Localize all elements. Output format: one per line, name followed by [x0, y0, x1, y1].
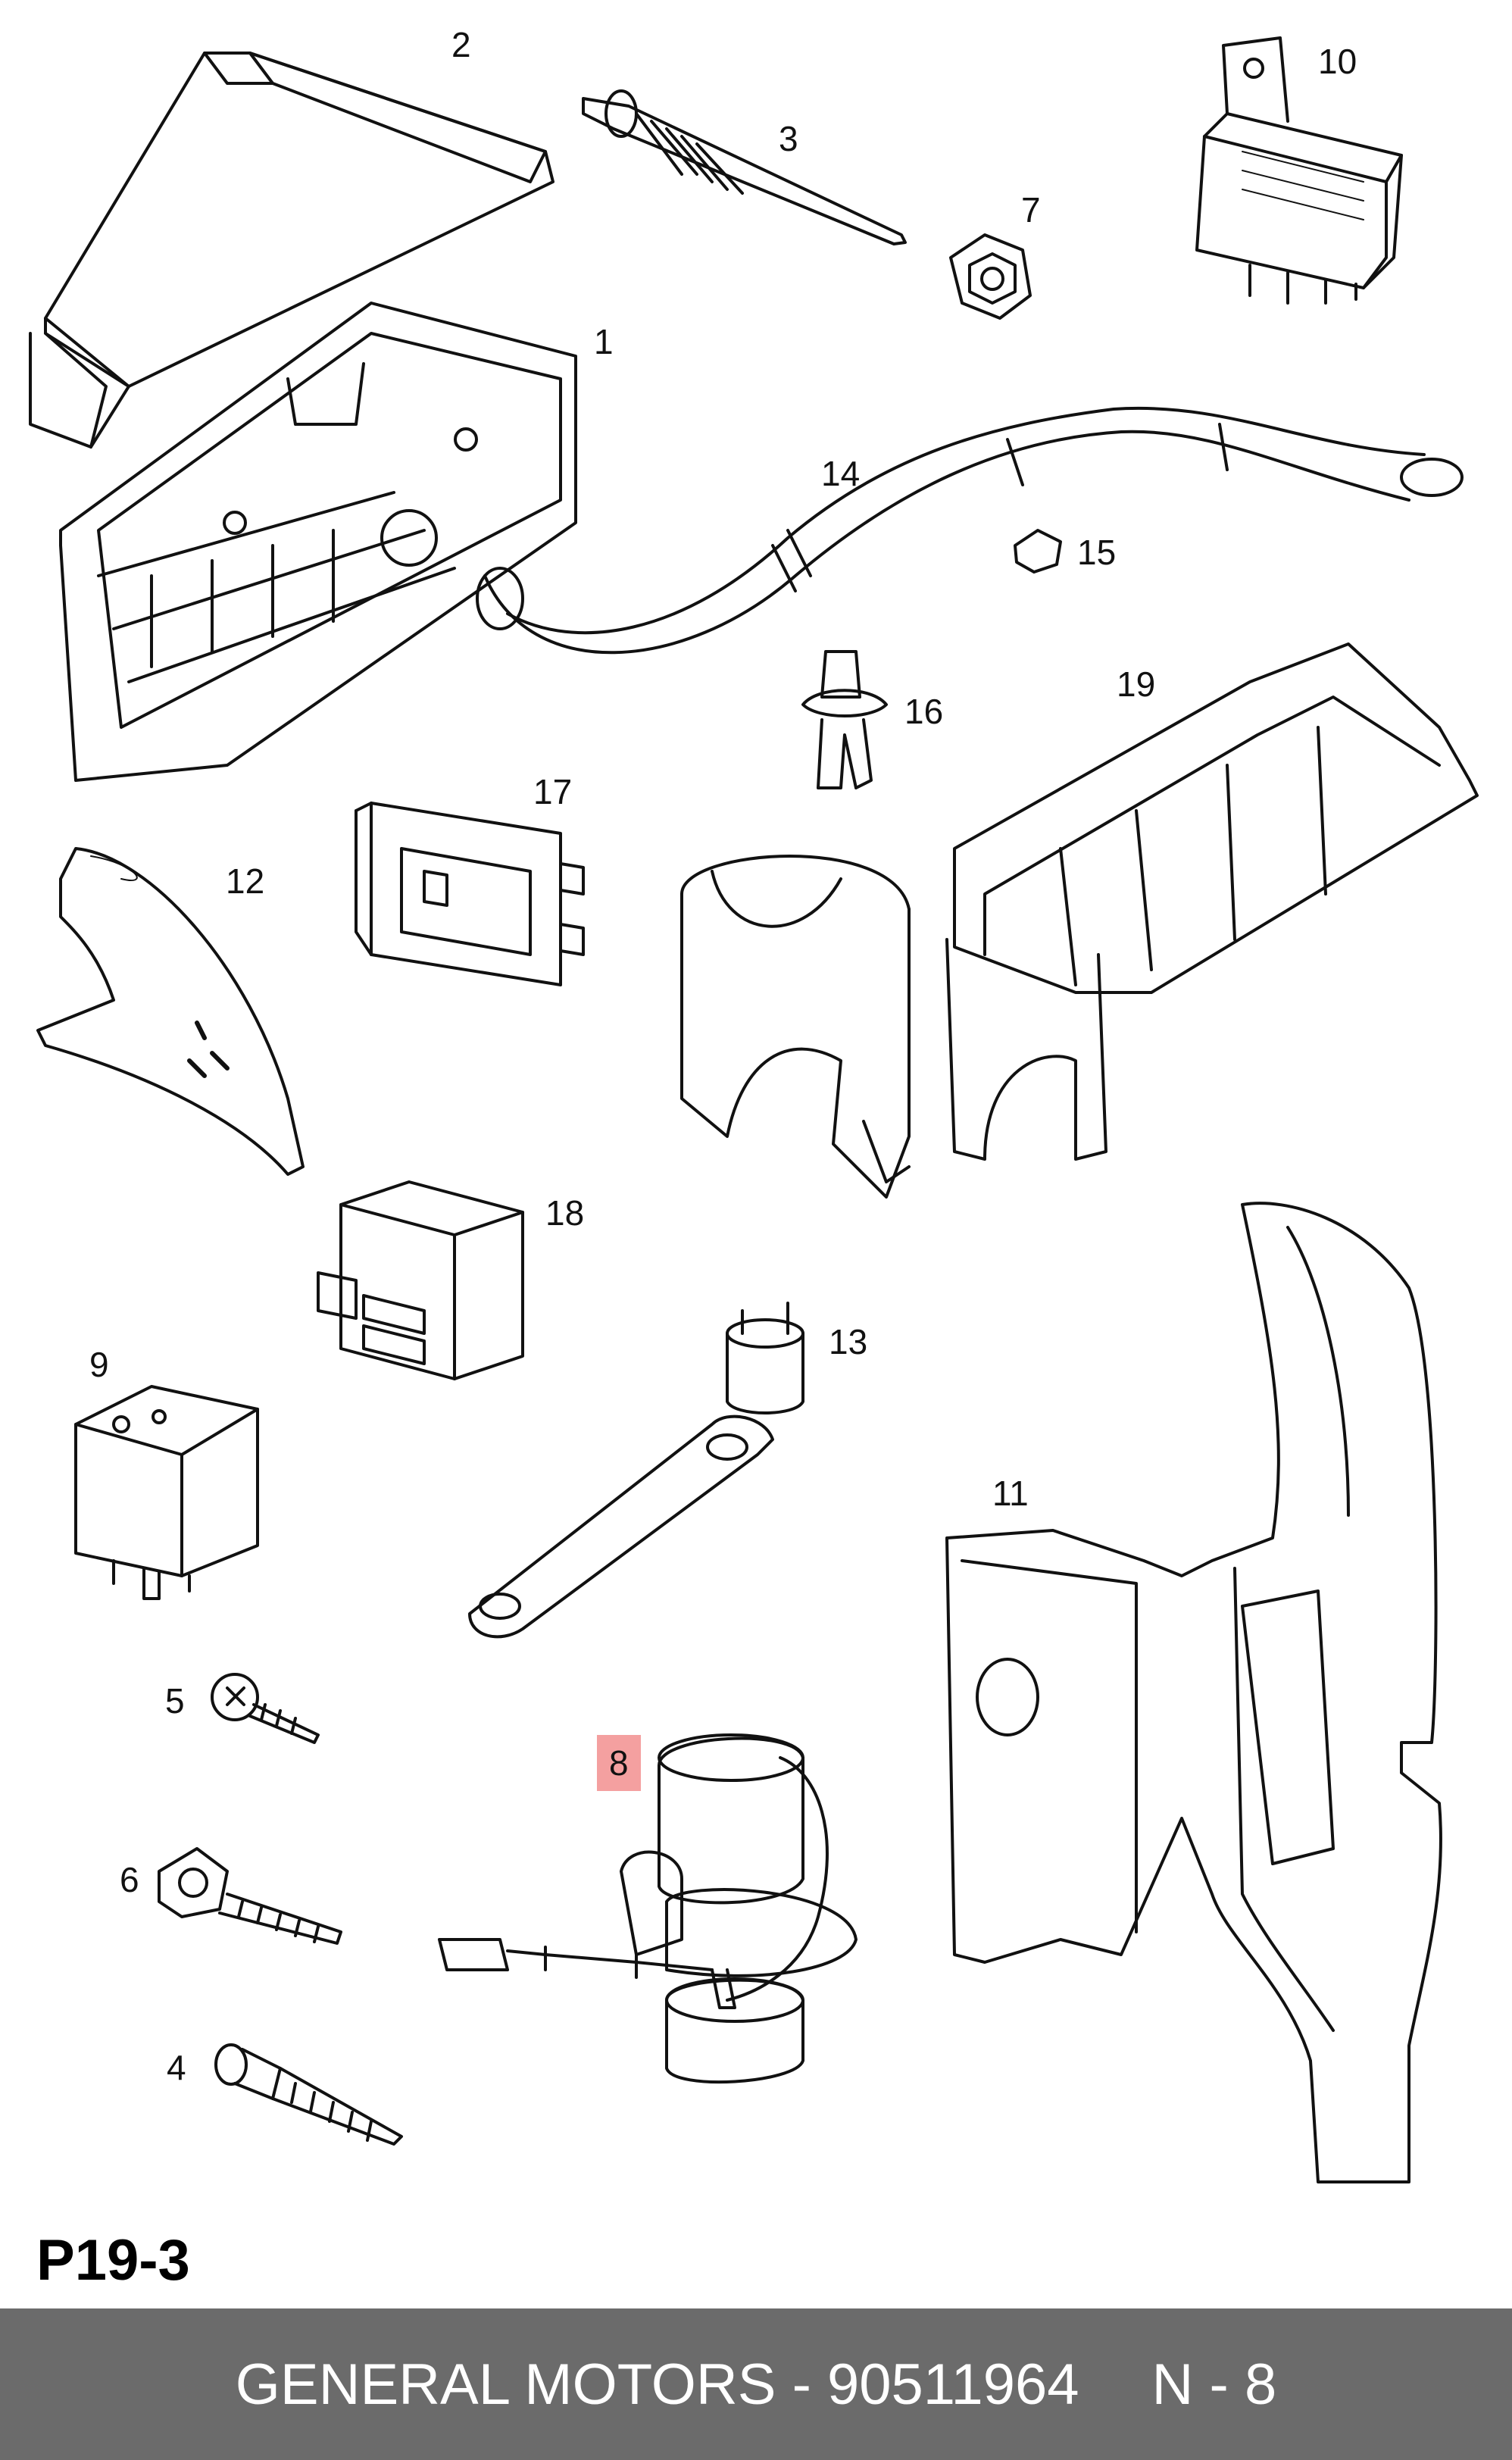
- callout-11: 11: [992, 1474, 1029, 1513]
- footer-part-text: GENERAL MOTORS - 90511964: [235, 2352, 1079, 2417]
- callout-19: 19: [1117, 664, 1156, 704]
- callout-5: 5: [165, 1681, 185, 1721]
- part-18-relay: [317, 1180, 524, 1380]
- part-13-lever: [468, 1302, 804, 1639]
- callout-6: 6: [120, 1860, 139, 1899]
- part-10-relay: [1195, 36, 1403, 305]
- callout-15: 15: [1077, 533, 1117, 572]
- callout-3: 3: [779, 119, 798, 158]
- part-12-trim-panel: [36, 847, 305, 1176]
- part-14-hose: [476, 406, 1464, 655]
- callout-14: 14: [821, 454, 861, 493]
- callout-4: 4: [167, 2048, 186, 2087]
- callout-10: 10: [1318, 42, 1357, 81]
- part-8-washer-pump: [438, 1733, 858, 2084]
- part-11-insulation: [945, 1202, 1442, 2183]
- page-code: P19-3: [36, 2228, 190, 2293]
- part-4-screw: [214, 2043, 403, 2146]
- part-9-relay: [74, 1385, 259, 1600]
- parts-diagram: [29, 36, 1479, 2183]
- callout-9: 9: [89, 1345, 109, 1384]
- part-19-column-module: [680, 642, 1479, 1199]
- callout-18: 18: [545, 1193, 585, 1233]
- part-2-cover: [29, 52, 555, 449]
- part-15-clip: [1014, 529, 1062, 574]
- callout-8-highlighted[interactable]: 8: [597, 1735, 641, 1791]
- part-3-long-bolt: [582, 89, 907, 245]
- callout-16: 16: [904, 692, 944, 731]
- part-5-screw: [211, 1673, 320, 1744]
- callout-2: 2: [451, 25, 471, 64]
- callout-17: 17: [533, 772, 573, 811]
- footer-code: N - 8: [1151, 2352, 1277, 2417]
- callout-1: 1: [594, 322, 614, 361]
- part-7-flange-nut: [949, 233, 1032, 320]
- callout-12: 12: [226, 861, 265, 901]
- part-6-bolt: [158, 1847, 342, 1945]
- footer-bar: GENERAL MOTORS - 90511964 N - 8: [0, 2308, 1512, 2460]
- part-1-fuse-box-base: [59, 302, 577, 782]
- part-17-bracket: [355, 802, 585, 986]
- callout-7: 7: [1021, 190, 1041, 230]
- part-16-push-pin: [801, 650, 888, 789]
- callout-13: 13: [829, 1322, 868, 1361]
